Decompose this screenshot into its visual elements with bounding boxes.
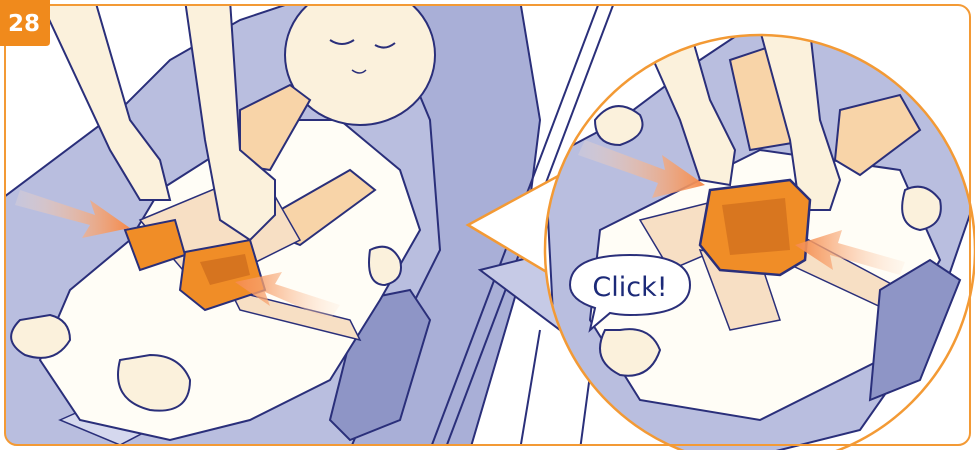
click-label: Click! — [592, 272, 667, 303]
step-badge: 28 — [0, 0, 50, 46]
baby-foot-left — [11, 315, 70, 358]
step-number: 28 — [8, 11, 40, 37]
